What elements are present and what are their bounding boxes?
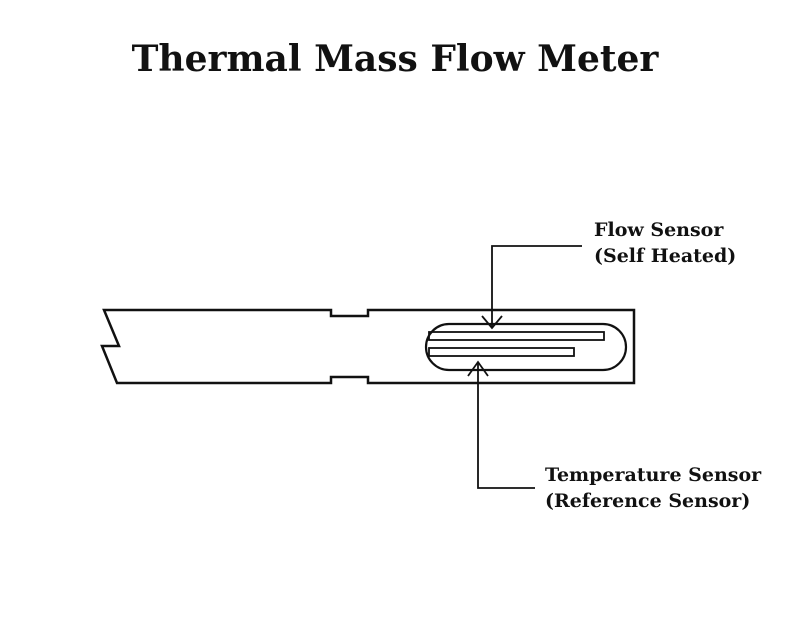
temperature-sensor-element [428, 347, 575, 357]
flow-sensor-label: Flow Sensor (Self Heated) [594, 217, 736, 269]
flow-sensor-leader-line [491, 245, 582, 328]
temperature-sensor-label: Temperature Sensor (Reference Sensor) [545, 462, 761, 514]
flow-sensor-label-line2: (Self Heated) [594, 245, 737, 267]
flow-sensor-arrow-icon [481, 315, 503, 330]
sensor-window [424, 322, 628, 372]
temperature-sensor-label-line1: Temperature Sensor [545, 464, 762, 486]
flow-sensor-element [428, 331, 605, 341]
temperature-sensor-label-line2: (Reference Sensor) [545, 490, 751, 512]
temperature-sensor-leader-line [477, 362, 535, 489]
diagram-title: Thermal Mass Flow Meter [131, 38, 659, 80]
temperature-sensor-arrow-icon [467, 360, 489, 377]
probe-body [100, 308, 636, 385]
flow-sensor-label-line1: Flow Sensor [594, 219, 724, 241]
